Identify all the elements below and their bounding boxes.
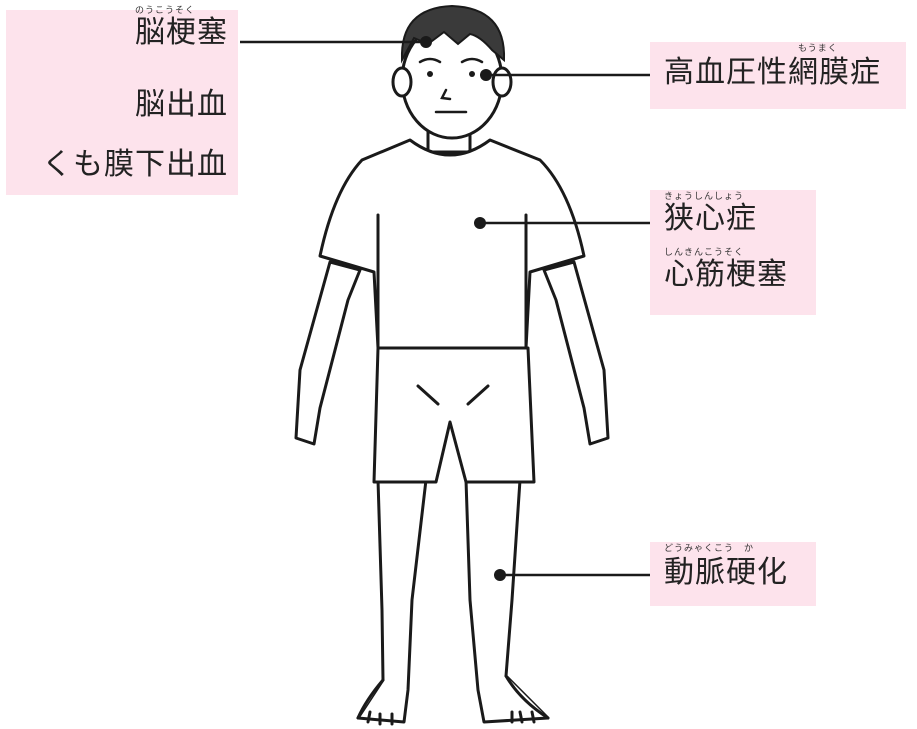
right-arm xyxy=(542,260,610,446)
label-box-leg: どうみゃくこう か 動脈硬化 xyxy=(650,542,816,606)
ruby-cerebral-infarction: のうこうそく xyxy=(135,6,196,16)
term-cerebral-hemorrhage: 脳出血 xyxy=(135,87,228,122)
shorts xyxy=(372,346,536,484)
pointer-dot-brain xyxy=(420,36,432,48)
pointer-dot-heart xyxy=(474,217,486,229)
hair xyxy=(400,4,506,64)
term-retinopathy: 高血圧性網膜症 xyxy=(664,55,881,90)
label-box-eye: もうまく 高血圧性網膜症 xyxy=(650,42,906,109)
term-angina: 狭心症 xyxy=(664,201,757,236)
label-box-heart: きょうしんしょう 狭心症 しんきんこうそく 心筋梗塞 xyxy=(650,190,816,315)
left-leg xyxy=(356,478,428,724)
pointer-dot-eye xyxy=(480,69,492,81)
left-arm xyxy=(294,260,362,446)
label-subarachnoid-hemorrhage: くも膜下出血 xyxy=(42,148,228,182)
right-ear xyxy=(491,66,513,98)
ruby-angina: きょうしんしょう xyxy=(664,192,745,202)
label-box-brain: のうこうそく 脳梗塞 脳出血 くも膜下出血 xyxy=(6,6,238,195)
left-ear xyxy=(391,66,413,98)
label-cerebral-infarction: のうこうそく 脳梗塞 xyxy=(135,6,228,50)
ruby-myocardial-infarction: しんきんこうそく xyxy=(664,248,745,258)
right-leg xyxy=(464,478,550,724)
shirt xyxy=(318,138,586,350)
ruby-retinopathy: もうまく xyxy=(798,44,838,54)
left-foot xyxy=(356,678,394,726)
term-cerebral-infarction: 脳梗塞 xyxy=(135,15,228,50)
term-myocardial-infarction: 心筋梗塞 xyxy=(664,257,788,292)
term-arteriosclerosis: 動脈硬化 xyxy=(664,555,788,590)
ruby-arteriosclerosis: どうみゃくこう か xyxy=(664,544,755,554)
label-cerebral-hemorrhage: 脳出血 xyxy=(135,88,228,122)
pointer-dot-leg xyxy=(494,569,506,581)
right-foot xyxy=(504,674,550,724)
term-subarachnoid-hemorrhage: くも膜下出血 xyxy=(42,147,228,182)
